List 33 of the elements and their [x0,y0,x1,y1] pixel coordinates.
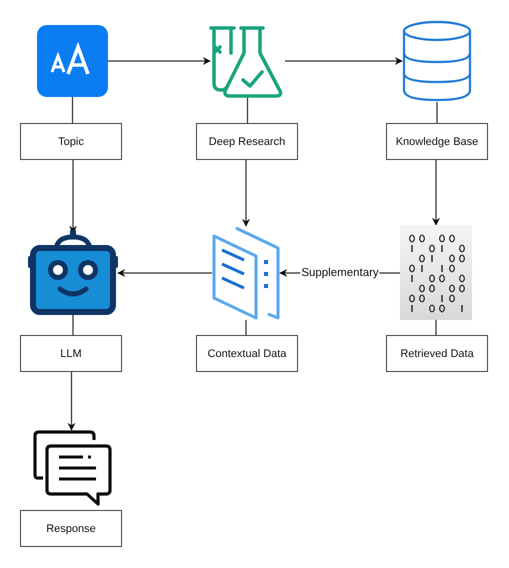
arrow [242,160,250,227]
node-label: Topic [58,136,84,148]
arrow [432,160,440,226]
label-box [196,123,298,160]
connector-line [245,320,247,335]
connector-line [436,102,438,123]
arrow [285,57,403,65]
node-label: Retrieved Data [400,348,474,360]
connector-line [72,97,74,123]
node-label: Deep Research [208,136,286,148]
label-box [20,335,122,372]
connector-line [72,313,74,335]
node-label: LLM [60,348,82,360]
text-size-icon [37,25,108,97]
arrow [68,372,76,431]
node-label: Response [46,522,96,534]
binary-data-icon [400,225,472,320]
database-icon [402,20,472,102]
label-box [196,335,298,372]
connector-line [435,320,437,335]
label-box [386,335,488,372]
label-box [20,123,122,160]
lab-flasks-icon [210,25,285,97]
label-box [20,510,122,547]
edge-label: Supplementary [300,266,380,280]
arrow [117,269,212,277]
connector-line [246,97,248,123]
label-box [386,123,488,160]
documents-icon [212,226,280,320]
node-label: Contextual Data [208,348,286,360]
node-label: Knowledge Base [396,136,478,148]
arrow [108,57,211,65]
robot-icon [28,233,118,313]
